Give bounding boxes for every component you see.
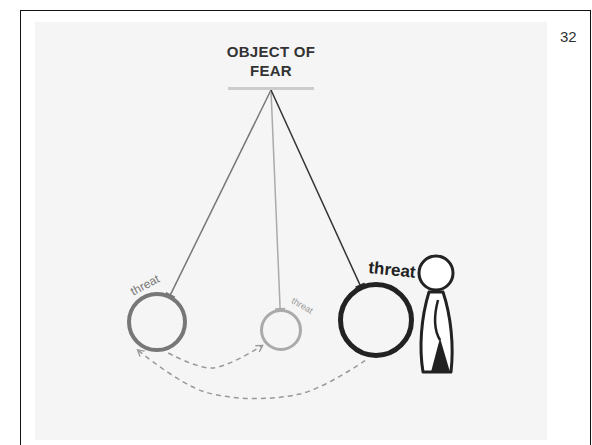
pendulum-string [271,90,280,309]
pendulum-string [170,90,271,295]
pivot-heading: OBJECT OF FEAR [223,42,319,90]
person-body [421,292,452,372]
page-number: 32 [560,28,577,45]
circle-outline [127,292,187,352]
person-arm [431,338,450,372]
threat-label: threat [290,296,314,315]
circle-outline [260,309,302,351]
slide-frame [21,11,591,445]
circle-ring [262,311,301,350]
swing-arrow [168,345,262,368]
circle-outline [338,282,414,358]
threat-circle: threat [127,292,187,352]
threat-circle: threat [260,309,302,351]
panel-ground [35,22,547,440]
circle-ring [129,294,185,350]
person-head [419,256,453,290]
pivot-bar [228,87,314,90]
circle-ring [341,285,412,356]
heading-text: OBJECT OF FEAR [223,42,319,80]
person-arm-line [435,300,440,340]
threat-circle: threat [338,282,414,358]
threat-label: threat [368,259,417,281]
person-figure [419,256,453,372]
pendulum-string [271,90,360,285]
swing-arrow [137,350,365,399]
